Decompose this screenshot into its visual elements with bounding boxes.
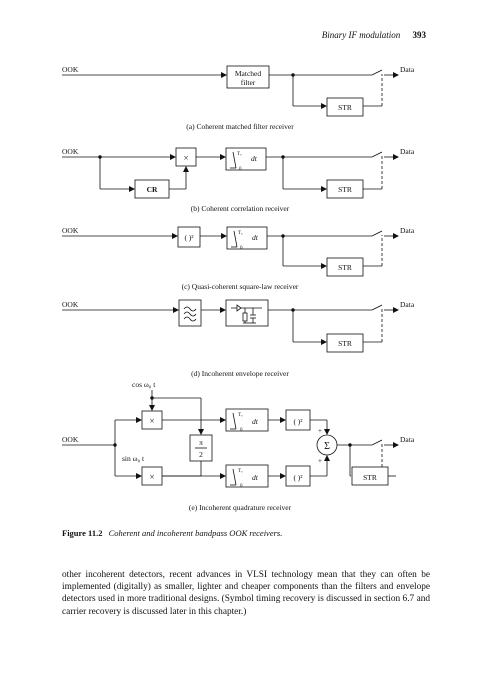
subfigure-caption-c: (c) Quasi-coherent square-law receiver <box>182 282 299 291</box>
output-label: Data <box>400 226 415 235</box>
sum-symbol: Σ <box>324 441 330 452</box>
str-label: STR <box>338 185 352 194</box>
integrator-block <box>225 147 267 171</box>
running-title: Binary IF modulation <box>321 30 401 40</box>
integral-lower-limit: 0 <box>240 428 243 433</box>
subfigure-caption-b: (b) Coherent correlation receiver <box>191 204 290 213</box>
cos-reference-label: cos ω₀ t <box>132 380 156 389</box>
str-block <box>326 257 364 277</box>
str-label: STR <box>338 263 352 272</box>
integral-upper-limit: Tₒ <box>238 413 243 418</box>
output-label: Data <box>400 300 415 309</box>
integral-dt: dt <box>252 417 259 426</box>
figure-caption: Figure 11.2 Coherent and incoherent band… <box>62 528 282 538</box>
integral-lower-limit: 0 <box>239 167 242 172</box>
str-block <box>326 97 364 117</box>
phase-shift-numerator: π <box>199 438 203 447</box>
sin-reference-label: sin ω₀ t <box>122 454 145 463</box>
diagram-c <box>62 226 399 277</box>
receiver-block-diagrams: OOK Matched filter STR Data (a) Coherent… <box>62 65 415 512</box>
envelope-detector-block <box>225 299 269 327</box>
input-label: OOK <box>62 435 79 444</box>
cr-label: CR <box>147 185 158 194</box>
input-label: OOK <box>62 226 79 235</box>
plus-sign-top: + <box>318 427 322 435</box>
integrator-top-block <box>225 408 269 432</box>
integral-upper-limit: Tₒ <box>237 152 242 157</box>
subfigure-caption-e: (e) Incoherent quadrature receiver <box>189 503 292 512</box>
integral-dt: dt <box>251 154 258 163</box>
bandpass-filter-block <box>178 299 202 327</box>
square-law-block <box>177 226 201 248</box>
page-number: 393 <box>412 30 427 40</box>
integrator-block <box>226 226 268 250</box>
multiplier-bottom-symbol: × <box>149 472 154 482</box>
integral-lower-limit: 0 <box>240 484 243 489</box>
diagram-b <box>62 147 399 199</box>
diode-icon <box>231 304 242 312</box>
matched-filter-label-line2: filter <box>241 78 256 87</box>
integral-upper-limit: Tₒ <box>238 469 243 474</box>
resistor-icon <box>242 312 248 322</box>
squarer-top-symbol: ( )² <box>293 417 303 426</box>
diagram-a <box>62 65 399 117</box>
output-label: Data <box>400 435 415 444</box>
plus-sign-bottom: + <box>318 457 322 465</box>
matched-filter-block <box>226 65 270 89</box>
subfigure-caption-d: (d) Incoherent envelope receiver <box>191 369 289 378</box>
multiplier-symbol: × <box>183 153 188 163</box>
str-label: STR <box>338 103 352 112</box>
str-label: STR <box>363 473 377 482</box>
str-block <box>326 333 364 353</box>
diagram-d <box>62 299 399 353</box>
running-header: Binary IF modulation 393 <box>322 30 426 40</box>
squarer-bottom-symbol: ( )² <box>293 473 303 482</box>
integrator-bottom-block <box>225 464 269 488</box>
multiplier-top-symbol: × <box>149 416 154 426</box>
output-label: Data <box>400 65 415 74</box>
input-label: OOK <box>62 147 79 156</box>
body-paragraph: other incoherent detectors, recent advan… <box>62 570 430 617</box>
integral-dt: dt <box>252 473 259 482</box>
str-label: STR <box>338 339 352 348</box>
matched-filter-label-line1: Matched <box>235 69 261 78</box>
figure-label: Figure 11.2 <box>62 528 103 538</box>
phase-shift-denominator: 2 <box>199 450 203 459</box>
input-label: OOK <box>62 65 79 74</box>
figure-caption-text: Coherent and incoherent bandpass OOK rec… <box>108 528 283 538</box>
bandpass-filter-icon <box>183 306 197 312</box>
input-label: OOK <box>62 300 79 309</box>
integral-lower-limit: 0 <box>240 246 243 251</box>
diagram-e <box>62 390 399 488</box>
subfigure-caption-a: (a) Coherent matched filter receiver <box>186 122 294 131</box>
integral-dt: dt <box>252 233 259 242</box>
square-law-symbol: ( )² <box>184 233 194 242</box>
integral-upper-limit: Tₒ <box>238 231 243 236</box>
output-label: Data <box>400 147 415 156</box>
